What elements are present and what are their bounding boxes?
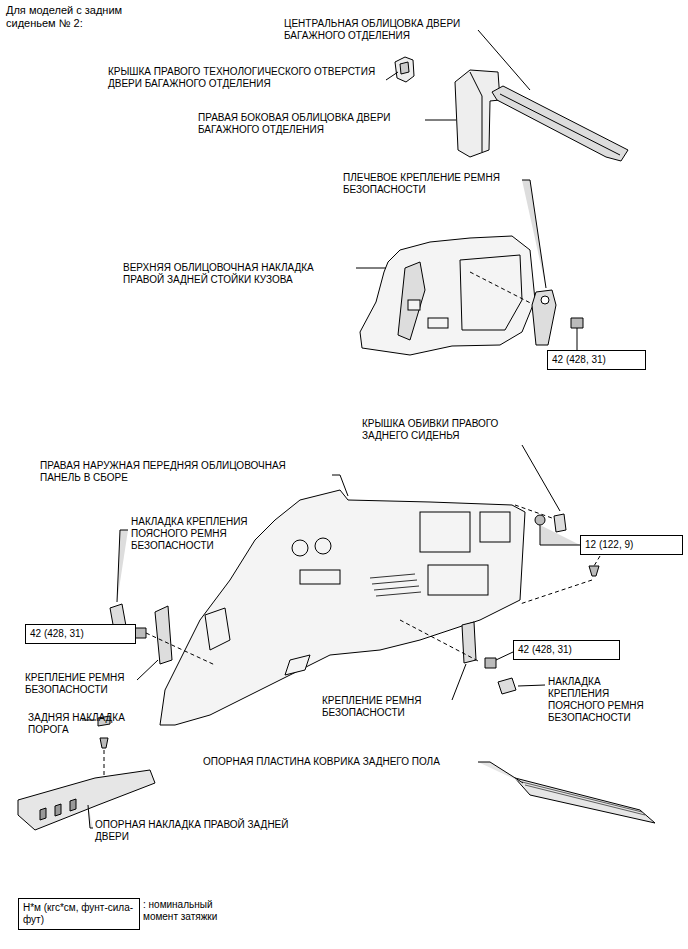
seat-trim-cover-shape: [520, 580, 592, 604]
torque-box: 42 (428, 31): [547, 350, 646, 370]
torque-box: 12 (122, 9): [580, 535, 683, 555]
sill-plate-shape: [40, 799, 76, 820]
right-belt-anchor-shape: [518, 685, 545, 686]
part-name: ВЕРХНЯЯ ОБЛИЦОВОЧНАЯ НАКЛАДКА ПРАВОЙ ЗАД…: [123, 262, 353, 286]
box-text: 42 (428, 31): [552, 354, 641, 366]
hole-cover-shape: [395, 57, 414, 82]
floor-plate-shape: [522, 782, 645, 815]
seat-trim-cover-shape: [522, 445, 560, 511]
left-belt-anchor-shape: [117, 530, 128, 602]
lower-panel-shape: [292, 540, 308, 556]
left-belt-anchor-shape: [155, 606, 172, 664]
sill-plate-shape: [88, 805, 93, 828]
right-belt-anchor-shape: [498, 678, 516, 694]
sill-plate-shape: [100, 738, 108, 748]
hole-cover: [395, 57, 414, 82]
part-name: НАКЛАДКА КРЕПЛЕНИЯ ПОЯСНОГО РЕМНЯ БЕЗОПА…: [548, 676, 656, 724]
leader-lines-shape: [425, 120, 456, 121]
part-name: ПРАВАЯ БОКОВАЯ ОБЛИЦОВКА ДВЕРИ БАГАЖНОГО…: [198, 112, 423, 136]
center-trim-shape: [500, 94, 620, 155]
lower-panel-shape: [205, 608, 230, 650]
pillar-trim-shape: [398, 262, 425, 340]
seat-trim-cover-shape: [515, 505, 552, 518]
seat-trim-cover-shape: [535, 515, 545, 525]
lower-panel-shape: [285, 655, 310, 675]
pillar-trim-shape: [360, 236, 535, 355]
lower-panel-shape: [300, 570, 340, 584]
floor-plate-shape: [515, 778, 655, 823]
seat-trim-cover-shape: [554, 514, 566, 532]
box-text: 42 (428, 31): [518, 644, 615, 656]
pillar-trim-shape: [408, 300, 420, 310]
torque-legend-box: Н*м (кгс*см, фунт-сила-фут): [18, 898, 140, 930]
lower-panel-shape: [480, 512, 510, 542]
side-trim-shape: [455, 70, 500, 157]
lower-panel-shape: [315, 538, 331, 554]
part-name: ПЛЕЧЕВОЕ КРЕПЛЕНИЕ РЕМНЯ БЕЗОПАСНОСТИ: [343, 172, 521, 196]
shoulder-anchor: [470, 180, 583, 350]
part-name: ОПОРНАЯ ПЛАСТИНА КОВРИКА ЗАДНЕГО ПОЛА: [203, 756, 475, 768]
right-belt-anchor-shape: [400, 620, 480, 662]
right-belt-anchor-shape: [496, 652, 513, 660]
pillar-trim: [360, 236, 535, 355]
seat-trim-cover-shape: [540, 525, 580, 545]
lower-panel-shape: [428, 565, 488, 595]
floor-plate-shape: [478, 762, 523, 783]
center-trim: [492, 86, 628, 161]
shoulder-anchor-shape: [571, 318, 583, 328]
pillar-trim-shape: [428, 318, 448, 328]
right-belt-anchor: [400, 620, 545, 700]
lower-panel-shape: [420, 512, 470, 552]
legend-note: : номинальный момент затяжки: [143, 899, 243, 923]
leader-lines-shape: [332, 475, 348, 496]
right-belt-anchor-shape: [462, 622, 476, 663]
sill-plate-shape: [104, 750, 105, 776]
lower-panel-shape: [370, 574, 421, 596]
floor-plate: [478, 762, 655, 823]
shoulder-anchor-shape: [532, 290, 556, 345]
side-trim-shape: [470, 72, 482, 152]
box-text: 12 (122, 9): [585, 539, 678, 551]
part-name: ЦЕНТРАЛЬНАЯ ОБЛИЦОВКА ДВЕРИ БАГАЖНОГО ОТ…: [284, 18, 484, 42]
shoulder-anchor-shape: [522, 180, 546, 288]
shoulder-anchor-shape: [577, 328, 578, 350]
part-name: ЗАДНЯЯ НАКЛАДКА ПОРОГА: [28, 712, 140, 736]
part-name: КРЫШКА ОБИВКИ ПРАВОГО ЗАДНЕГО СИДЕНЬЯ: [362, 418, 522, 442]
side-trim: [455, 70, 500, 157]
seat-trim-cover-shape: [589, 566, 599, 576]
left-belt-anchor-shape: [146, 633, 215, 665]
left-belt-anchor-shape: [137, 660, 158, 680]
part-name: КРЕПЛЕНИЕ РЕМНЯ БЕЗОПАСНОСТИ: [322, 695, 447, 719]
part-name: КРЫШКА ПРАВОГО ТЕХНОЛОГИЧЕСКОГО ОТВЕРСТИ…: [108, 66, 380, 90]
part-name: ОПОРНАЯ НАКЛАДКА ПРАВОЙ ЗАДНЕЙ ДВЕРИ: [95, 819, 320, 843]
leader-lines-shape: [478, 30, 530, 90]
torque-box: 42 (428, 31): [513, 640, 620, 660]
part-name: ПРАВАЯ НАРУЖНАЯ ПЕРЕДНЯЯ ОБЛИЦОВОЧНАЯ ПА…: [40, 460, 328, 484]
leader-lines: [332, 30, 530, 496]
part-name: КРЕПЛЕНИЕ РЕМНЯ БЕЗОПАСНОСТИ: [25, 672, 135, 696]
shoulder-anchor-shape: [541, 296, 549, 304]
right-belt-anchor-shape: [485, 658, 496, 668]
part-name: НАКЛАДКА КРЕПЛЕНИЯ ПОЯСНОГО РЕМНЯ БЕЗОПА…: [131, 516, 266, 552]
torque-box: 42 (428, 31): [25, 624, 136, 644]
right-belt-anchor-shape: [452, 664, 466, 700]
box-text: Н*м (кгс*см, фунт-сила-фут): [23, 902, 135, 926]
diagram-title: Для моделей с задним сиденьем № 2:: [6, 4, 156, 30]
center-trim-shape: [492, 86, 628, 161]
leader-lines-shape: [356, 268, 386, 269]
hole-cover-shape: [400, 62, 409, 74]
pillar-trim-shape: [460, 255, 522, 330]
seat-trim-cover-shape: [594, 556, 600, 566]
seat-trim-cover: [515, 445, 600, 604]
left-belt-anchor: [110, 530, 215, 680]
box-text: 42 (428, 31): [30, 628, 131, 640]
leader-lines-shape: [386, 72, 398, 80]
